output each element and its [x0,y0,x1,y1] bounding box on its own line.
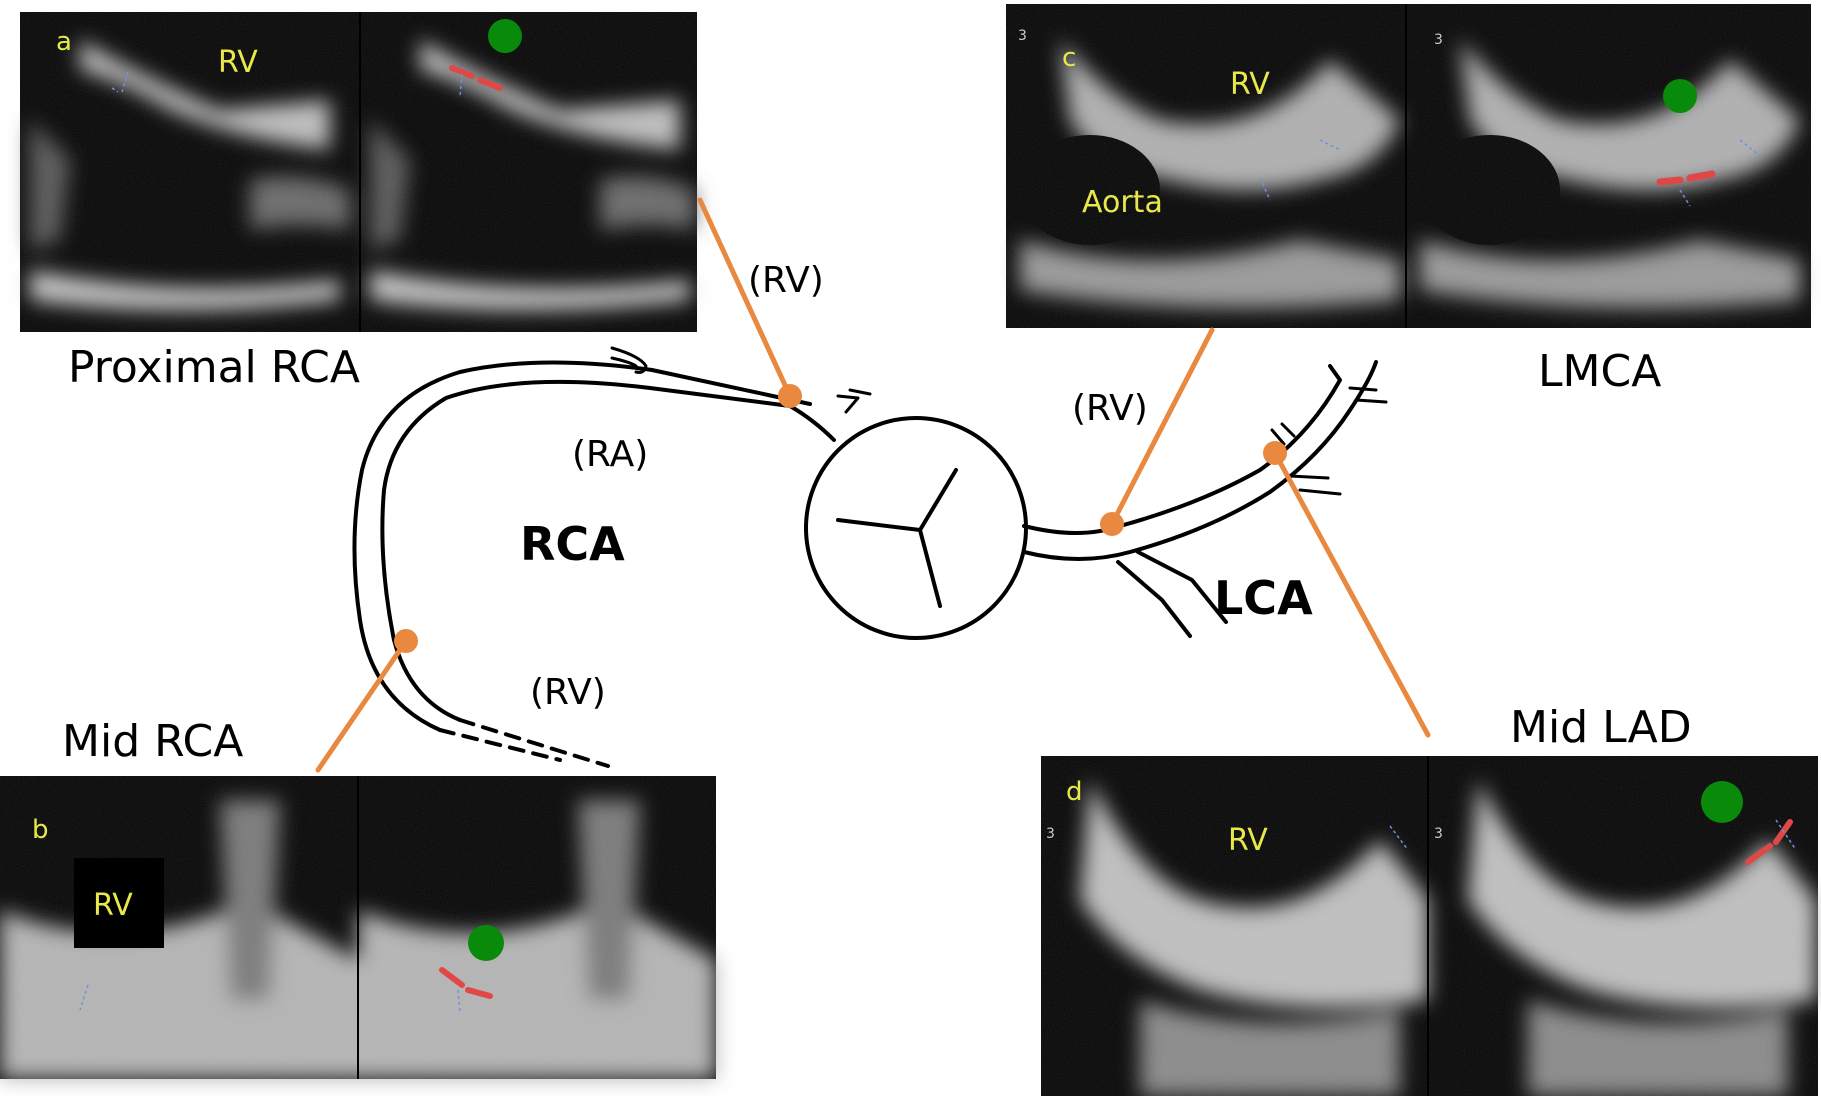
connectors [315,197,1431,773]
rca-dashed-distal-outer [438,728,562,762]
caliper-c [1259,139,1761,207]
label-lca: LCA [1214,571,1313,625]
depth-marker-c-right: 3 [1434,32,1443,48]
rca-conus-branch [610,346,648,374]
depth-marker-d-right: 3 [1434,826,1443,842]
depth-marker-d-left: 3 [1046,826,1055,842]
label-rv-proximal: (RV) [748,260,824,301]
label-proximal-rca: Proximal RCA [68,342,360,393]
lad-distal-branch [1348,386,1388,404]
doppler-marker-a [488,19,522,53]
vessel-trace-c [1656,170,1716,186]
panel-a: a RV [20,12,697,332]
vessel-trace-a [449,65,503,91]
panel-d: d 3 3 RV [1041,756,1818,1096]
connector-dot-proximal-rca [778,384,802,408]
doppler-marker-d [1701,781,1743,823]
label-lmca: LMCA [1538,346,1661,397]
vessel-label-aorta: Aorta [1082,185,1163,220]
connector-dot-lmca [1100,512,1124,536]
lmca-lower-wall [1022,360,1378,561]
rca-ostium-ticks [836,388,872,414]
connector-mid-rca [315,638,409,773]
label-ra: (RA) [572,434,648,475]
label-mid-rca: Mid RCA [62,716,243,767]
depth-marker-c-left: 3 [1018,28,1027,44]
chamber-label-rv-d: RV [1228,823,1268,858]
caliper-b [79,984,461,1013]
panel-letter-b: b [32,815,49,845]
lad-proximal-ticks [1270,422,1296,446]
coronary-schematic [352,346,1388,768]
label-rca: RCA [520,517,625,571]
panel-letter-d: d [1066,777,1083,807]
doppler-marker-c [1663,79,1697,113]
rca-outer-wall [352,360,812,732]
connector-lmca [1109,327,1215,527]
panel-letter-c: c [1062,43,1076,73]
vessel-trace-b [439,967,493,999]
label-rv-lca: (RV) [1072,388,1148,429]
panel-c: c 3 3 RV Aorta [1006,4,1811,328]
label-mid-lad: Mid LAD [1510,702,1692,753]
connector-dot-mid-lad [1263,441,1287,465]
lcx-branch [1116,550,1228,638]
vessel-trace-d [1745,819,1793,865]
connector-mid-lad [1272,450,1431,738]
chamber-label-rv-c: RV [1230,67,1270,102]
chamber-label-rv-a: RV [218,45,258,80]
connector-dot-mid-rca [394,629,418,653]
panel-b: b RV [0,776,716,1079]
doppler-marker-b [468,925,504,961]
connector-proximal-rca [697,197,793,399]
label-rv-distal: (RV) [530,672,606,713]
chamber-label-rv-b: RV [93,888,133,923]
rca-dashed-distal-inner [458,718,610,768]
caliper-d [1389,819,1797,851]
panel-letter-a: a [56,27,72,57]
caliper-a [111,71,463,97]
diagonal-branch [1288,474,1342,496]
aortic-valve-cusps [836,468,958,608]
lmca-upper-wall [1022,364,1342,535]
